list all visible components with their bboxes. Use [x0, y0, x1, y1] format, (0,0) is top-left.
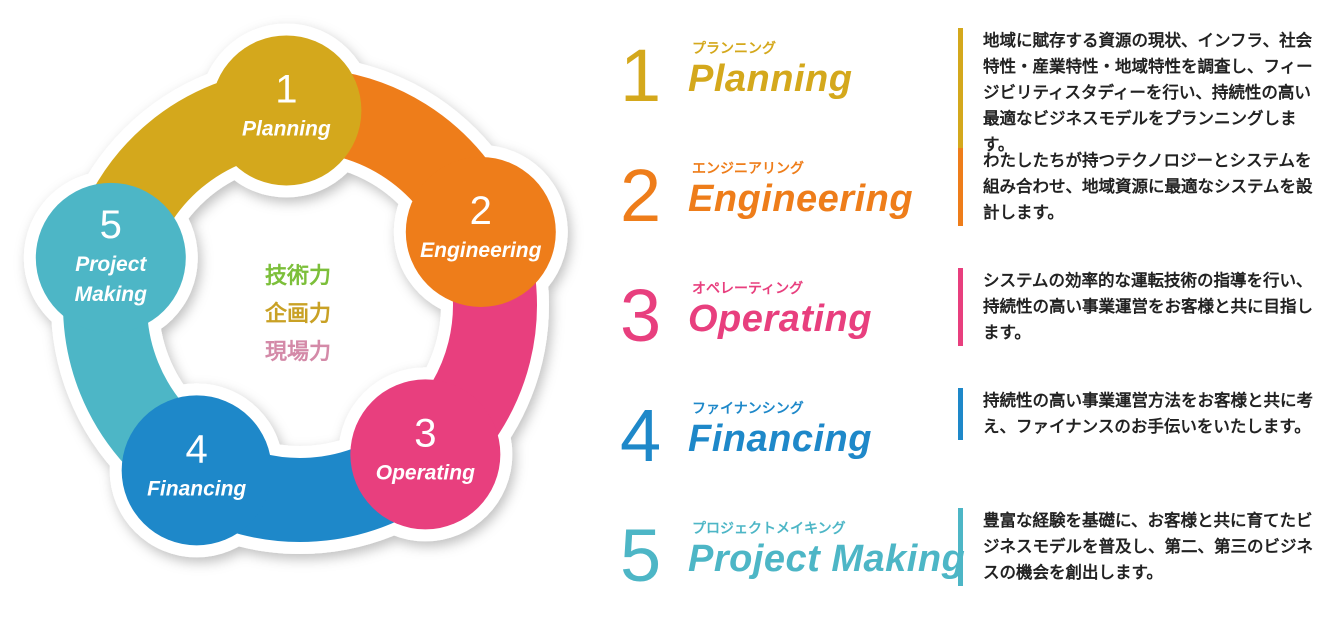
step-number: 3: [620, 274, 662, 357]
step-description: 地域に賦存する資源の現状、インフラ、社会特性・産業特性・地域特性を調査し、フィー…: [958, 28, 1320, 158]
node-label: Making: [75, 283, 148, 306]
center-word-planning: 企画力: [264, 301, 331, 327]
step-kana: ファイナンシング: [692, 401, 804, 417]
step-title: Engineering: [688, 178, 914, 220]
step-title: Financing: [688, 418, 872, 460]
step-kana: エンジニアリング: [692, 161, 804, 177]
step-title: Planning: [688, 58, 853, 100]
step-kana: プロジェクトメイキング: [692, 521, 846, 537]
step-number: 5: [620, 514, 662, 597]
step-description: わたしたちが持つテクノロジーとシステムを組み合わせ、地域資源に最適なシステムを設…: [958, 148, 1320, 226]
step-title: Project Making: [688, 538, 966, 580]
node-number: 5: [100, 203, 122, 247]
step-kana: プランニング: [692, 41, 776, 57]
node-label: Project: [75, 253, 147, 276]
node-label: Financing: [147, 477, 246, 500]
step-kana: オペレーティング: [692, 281, 804, 297]
step-number: 2: [620, 154, 662, 237]
node-label: Operating: [376, 461, 475, 484]
node-number: 2: [470, 189, 492, 233]
step-project-making: 5 プロジェクトメイキング Project Making 豊富な経験を基礎に、お…: [620, 508, 1320, 618]
center-word-field: 現場力: [265, 340, 331, 365]
node-financing: [121, 395, 272, 546]
node-planning: [211, 35, 362, 186]
node-number: 4: [186, 427, 208, 471]
node-operating: [350, 379, 501, 530]
node-number: 3: [414, 411, 436, 455]
node-label: Engineering: [420, 239, 542, 262]
node-number: 1: [275, 67, 297, 111]
step-title: Operating: [688, 298, 872, 340]
step-number: 4: [620, 394, 662, 477]
node-label: Planning: [242, 117, 331, 140]
step-operating: 3 オペレーティング Operating システムの効率的な運転技術の指導を行い…: [620, 268, 1320, 378]
step-financing: 4 ファイナンシング Financing 持続性の高い事業運営方法をお客様と共に…: [620, 388, 1320, 498]
step-planning: 1 プランニング Planning 地域に賦存する資源の現状、インフラ、社会特性…: [620, 28, 1320, 158]
step-description: 持続性の高い事業運営方法をお客様と共に考え、ファイナンスのお手伝いをいたします。: [958, 388, 1320, 440]
node-project-making: [35, 182, 186, 333]
node-engineering: [405, 156, 556, 307]
step-engineering: 2 エンジニアリング Engineering わたしたちが持つテクノロジーとシス…: [620, 148, 1320, 258]
step-description: システムの効率的な運転技術の指導を行い、持続性の高い事業運営をお客様と共に目指し…: [958, 268, 1320, 346]
center-word-technology: 技術力: [265, 263, 331, 289]
step-number: 1: [620, 34, 662, 117]
step-description: 豊富な経験を基礎に、お客様と共に育てたビジネスモデルを普及し、第二、第三のビジネ…: [958, 508, 1320, 586]
